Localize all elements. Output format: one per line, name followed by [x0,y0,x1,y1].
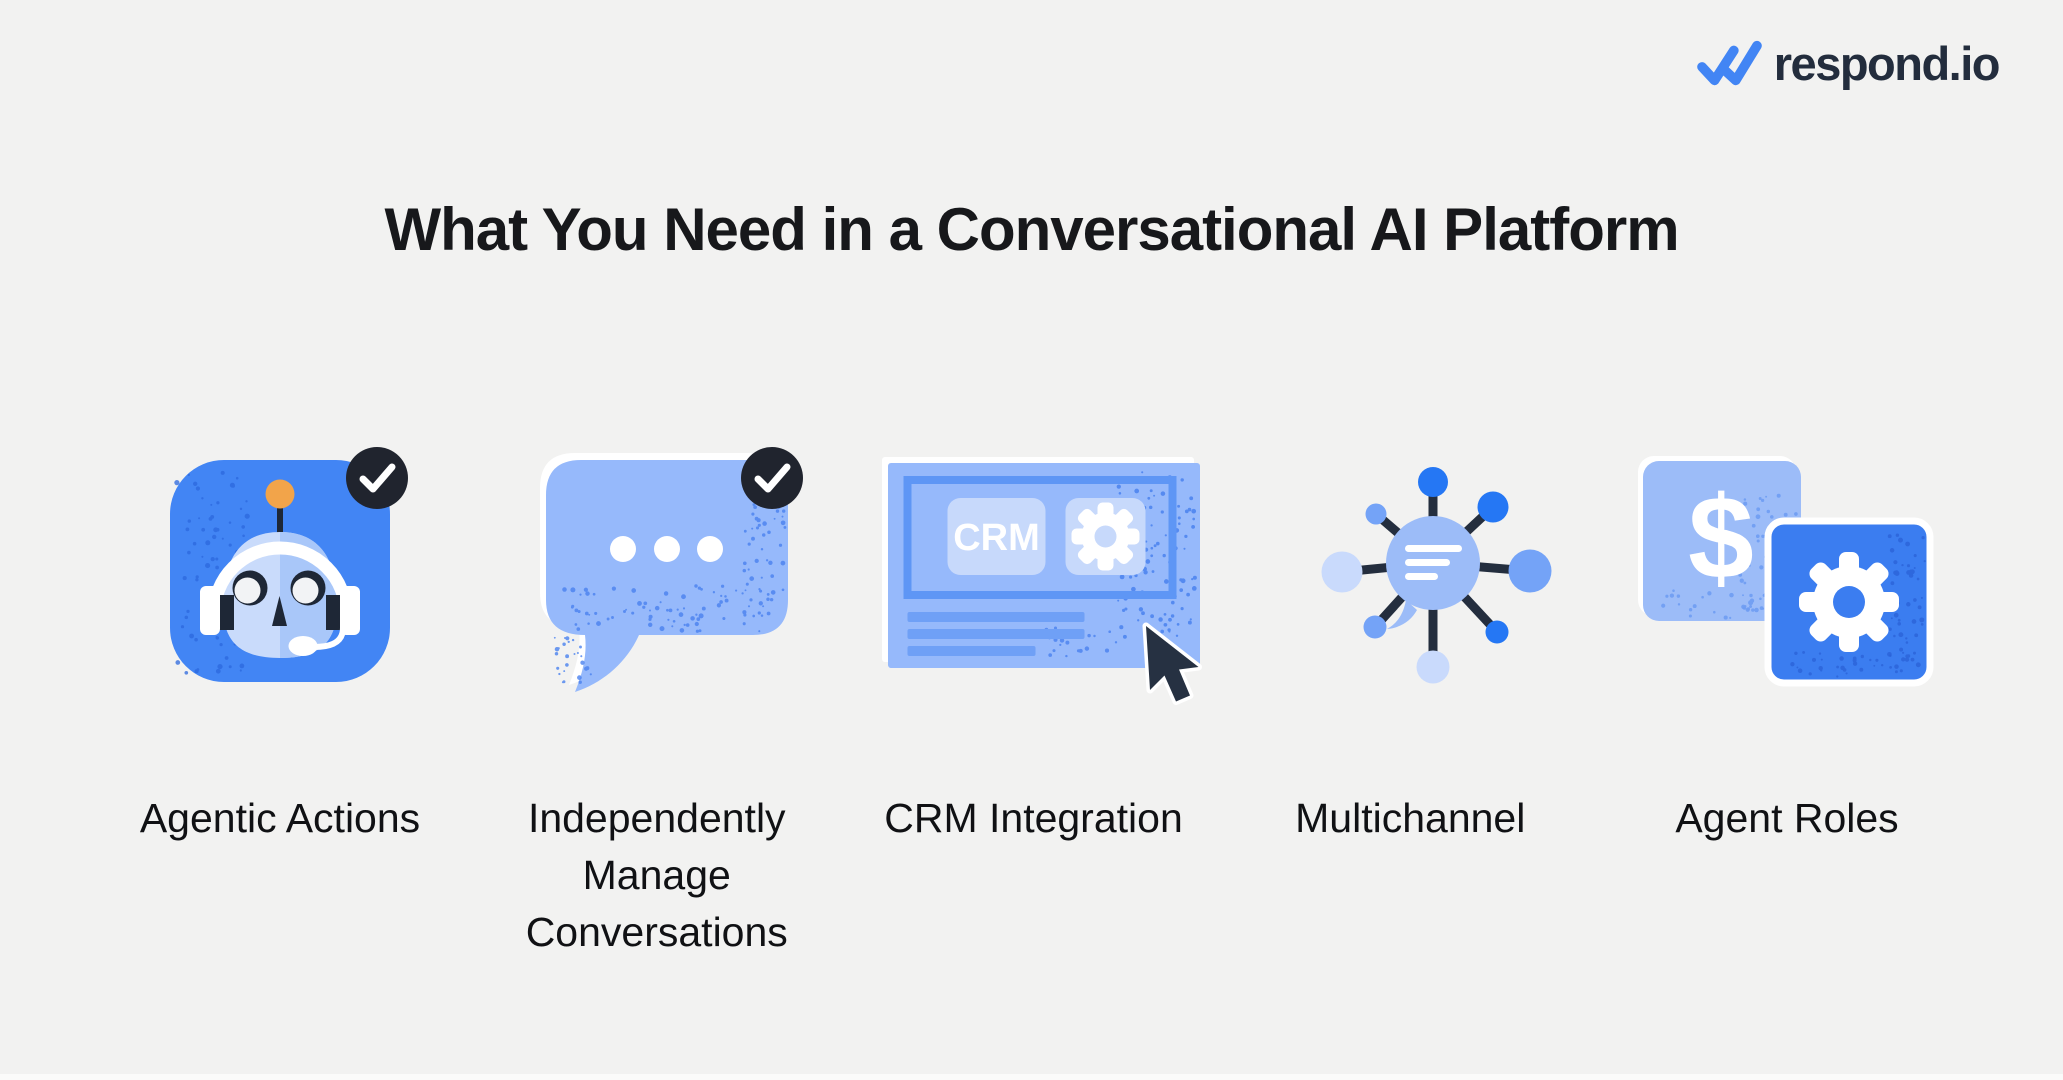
dollar-gear-icon: $ [1638,456,1934,687]
feature-card-agent-roles: $ [1617,440,1957,961]
feature-label: Agentic Actions [139,795,421,841]
crm-window-cursor-icon: CRM [881,457,1202,705]
feature-label: Multichannel [1295,795,1526,841]
crm-chip-label: CRM [953,517,1040,559]
gear-icon [1071,502,1139,571]
feature-card-manage-conversations: Independently Manage Conversations [487,440,827,961]
robot-support-agent-icon [170,447,408,682]
double-check-icon [1696,40,1762,85]
brand-logo: respond.io [1696,36,2001,91]
check-badge-icon [740,447,803,509]
dollar-sign: $ [1688,472,1754,604]
brand-wordmark: respond.io [1773,37,2001,90]
feature-card-crm-integration: CRM [864,440,1204,961]
channel-hub-icon [1321,467,1552,684]
feature-card-agentic-actions: Agentic Actions [110,440,450,961]
chat-bubble-typing-icon [539,447,803,692]
check-badge-icon [346,447,408,509]
feature-label: CRM Integration [884,795,1183,841]
features-row: Agentic Actions Independently Mana [0,440,2063,961]
feature-card-multichannel: Multichannel [1240,440,1580,961]
page-title: What You Need in a Conversational AI Pla… [384,196,1679,263]
feature-label: Independently Manage Conversations [525,795,788,955]
gear-icon [1799,552,1899,652]
feature-label: Agent Roles [1675,795,1899,841]
cursor-icon [1142,622,1202,705]
bottom-strip [0,1074,2063,1080]
